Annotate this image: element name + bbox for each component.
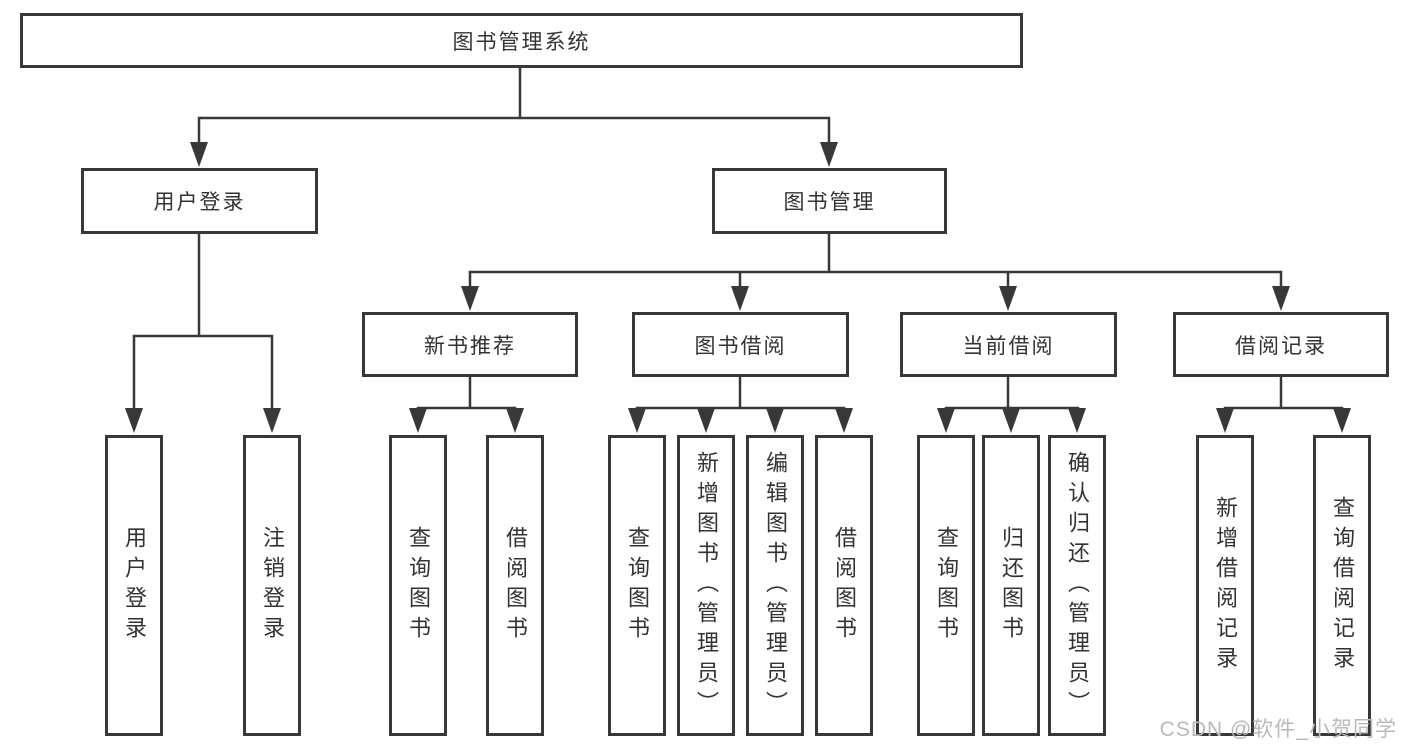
leaf-label: 借阅图书: [832, 525, 857, 646]
node-new-book-recommend: 新书推荐: [362, 312, 578, 377]
leaf-query-books-borrow: 查询图书: [608, 435, 666, 736]
node-label: 用户登录: [153, 191, 246, 214]
leaf-borrow-books: 借阅图书: [815, 435, 873, 736]
leaf-label: 用户登录: [122, 525, 147, 646]
leaf-label: 查询图书: [625, 525, 650, 646]
leaf-confirm-return-admin: 确认归还（管理员）: [1048, 435, 1106, 736]
node-label: 借阅记录: [1235, 334, 1327, 358]
leaf-label: 查询图书: [934, 525, 959, 646]
leaf-borrow-books-recommend: 借阅图书: [486, 435, 544, 736]
leaf-user-login: 用户登录: [105, 435, 163, 736]
node-label: 图书借阅: [694, 334, 787, 358]
leaf-label: 编辑图书（管理员）: [763, 450, 788, 721]
node-library-system-root: 图书管理系统: [20, 13, 1023, 68]
node-label: 图书管理系统: [452, 30, 591, 54]
node-label: 新书推荐: [424, 334, 516, 358]
node-user-login-group: 用户登录: [81, 168, 318, 234]
node-book-management-group: 图书管理: [712, 168, 947, 234]
leaf-label: 借阅图书: [503, 525, 528, 646]
leaf-label: 归还图书: [999, 525, 1024, 646]
node-borrow-records: 借阅记录: [1173, 312, 1389, 377]
leaf-label: 查询借阅记录: [1330, 495, 1355, 676]
leaf-logout: 注销登录: [243, 435, 301, 736]
leaf-edit-book-admin: 编辑图书（管理员）: [746, 435, 804, 736]
leaf-label: 确认归还（管理员）: [1065, 450, 1090, 721]
leaf-label: 查询图书: [406, 525, 431, 646]
node-label: 当前借阅: [962, 334, 1055, 358]
csdn-watermark: CSDN @软件_小贺同学: [1159, 718, 1397, 741]
arrowheads: [125, 142, 1351, 433]
leaf-add-book-admin: 新增图书（管理员）: [677, 435, 735, 736]
leaf-return-book: 归还图书: [982, 435, 1040, 736]
node-current-borrow: 当前借阅: [900, 312, 1117, 377]
leaf-query-books-current: 查询图书: [917, 435, 975, 736]
node-label: 图书管理: [783, 191, 876, 214]
node-book-borrow: 图书借阅: [632, 312, 849, 377]
leaf-add-borrow-record: 新增借阅记录: [1196, 435, 1254, 736]
leaf-label: 注销登录: [260, 525, 285, 646]
leaf-label: 新增图书（管理员）: [694, 450, 719, 721]
leaf-query-books-recommend: 查询图书: [389, 435, 447, 736]
leaf-query-borrow-record: 查询借阅记录: [1313, 435, 1371, 736]
leaf-label: 新增借阅记录: [1213, 495, 1238, 676]
